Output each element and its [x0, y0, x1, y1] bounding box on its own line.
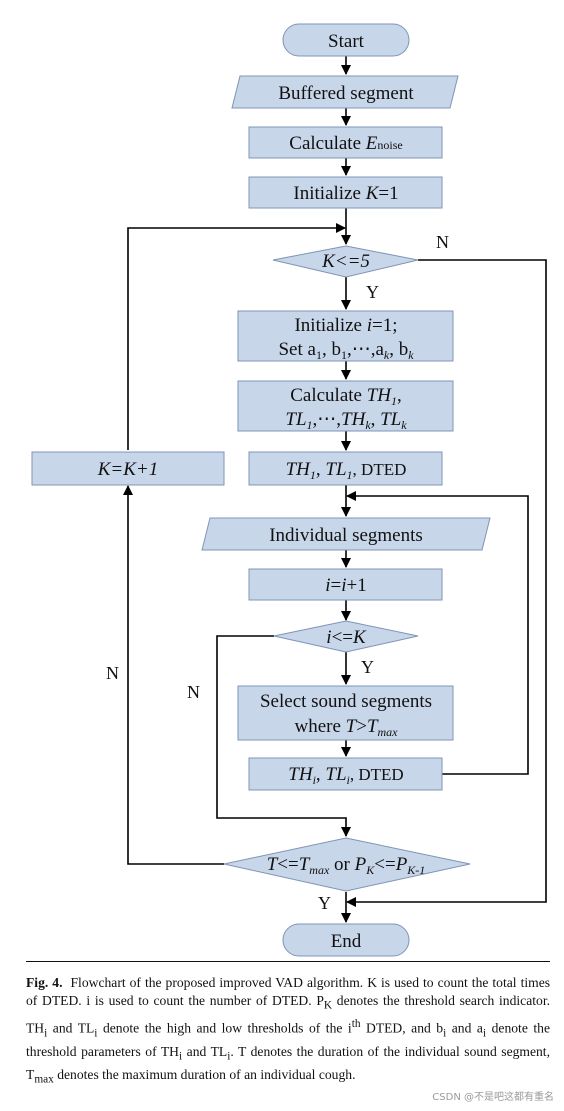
label-y-i: Y — [361, 657, 374, 677]
svg-text:Select sound segments: Select sound segments — [260, 691, 432, 712]
figure-caption: Fig. 4. Flowchart of the proposed improv… — [26, 975, 551, 1086]
flowchart: Start Buffered segment Calculate Enoise … — [31, 23, 547, 957]
svg-text:Initialize K=1: Initialize K=1 — [293, 183, 398, 204]
buffered-segment-io: Buffered segment — [231, 75, 459, 109]
svg-text:i=i+1: i=i+1 — [325, 575, 367, 596]
svg-text:Buffered segment: Buffered segment — [278, 83, 414, 104]
thi-dted-process: THi, TLi, DTED — [248, 757, 443, 791]
svg-text:THi, TLi, DTED: THi, TLi, DTED — [288, 764, 403, 787]
svg-text:where T>Tmax: where T>Tmax — [294, 716, 398, 739]
i-increment-process: i=i+1 — [248, 568, 443, 601]
calculate-noise-process: Calculate Enoise — [248, 126, 443, 159]
initialize-k-process: Initialize K=1 — [248, 176, 443, 209]
select-sound-segments-process: Select sound segments where T>Tmax — [237, 685, 454, 741]
k-increment-process: K=K+1 — [31, 451, 225, 486]
svg-text:Set a1, b1,⋯,ak, bk: Set a1, b1,⋯,ak, bk — [278, 339, 414, 362]
svg-text:TH1, TL1, DTED: TH1, TL1, DTED — [286, 459, 407, 482]
watermark: CSDN @不是吧这都有重名 — [432, 1092, 554, 1103]
svg-text:Calculate TH1,: Calculate TH1, — [290, 385, 402, 408]
end-terminal: End — [282, 923, 410, 957]
k-limit-decision: K<=5 — [272, 245, 419, 278]
figure-label: Fig. 4. — [26, 975, 63, 990]
initialize-i-process: Initialize i=1; Set a1, b1,⋯,ak, bk — [237, 310, 454, 362]
th1-dted-process: TH1, TL1, DTED — [248, 451, 443, 486]
calculate-thresholds-process: Calculate TH1, TL1,⋯,THk, TLk — [237, 380, 454, 432]
individual-segments-io: Individual segments — [201, 517, 491, 551]
svg-text:K<=5: K<=5 — [321, 251, 370, 272]
label-y-end: Y — [318, 893, 331, 913]
label-n-inner: N — [187, 682, 200, 702]
caption-divider — [26, 961, 550, 962]
svg-text:TL1,⋯,THk, TLk: TL1,⋯,THk, TLk — [285, 409, 407, 432]
svg-text:Start: Start — [328, 31, 365, 52]
svg-text:K=K+1: K=K+1 — [97, 459, 159, 480]
svg-text:i<=K: i<=K — [326, 627, 367, 648]
svg-text:Individual segments: Individual segments — [269, 525, 423, 546]
label-n-top: N — [436, 232, 449, 252]
svg-text:Calculate Enoise: Calculate Enoise — [289, 133, 402, 154]
connectors — [123, 56, 547, 923]
svg-text:T<=Tmax or PK<=PK-1: T<=Tmax or PK<=PK-1 — [267, 854, 426, 877]
i-limit-decision: i<=K — [273, 620, 419, 653]
final-decision: T<=Tmax or PK<=PK-1 — [223, 837, 471, 892]
label-n-left: N — [106, 663, 119, 683]
start-terminal: Start — [282, 23, 410, 57]
svg-text:Initialize i=1;: Initialize i=1; — [294, 315, 397, 336]
svg-text:End: End — [331, 931, 362, 952]
label-y-k: Y — [366, 282, 379, 302]
